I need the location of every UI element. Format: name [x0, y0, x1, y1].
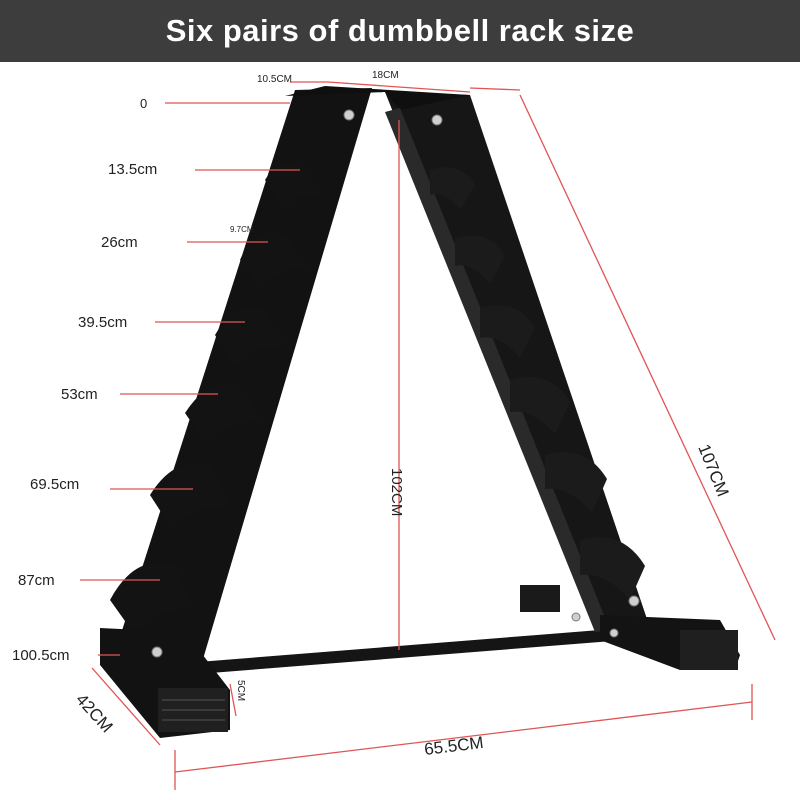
base-width-label: 65.5CM: [423, 733, 484, 759]
right-saddle: [480, 305, 535, 358]
right-saddle: [510, 376, 570, 434]
bolt: [431, 114, 443, 126]
left-saddle: [110, 562, 195, 635]
right-saddle: [430, 167, 475, 210]
bolt: [571, 612, 581, 622]
height-label-6: 87cm: [18, 572, 55, 589]
slant-length-label: 107CM: [694, 441, 732, 499]
top-offset-label: 10.5CM: [257, 74, 292, 85]
left-saddle: [240, 232, 310, 290]
height-label-0: 0: [140, 96, 147, 111]
top-cap: [285, 86, 470, 110]
saddle-width-label: 9.7CM: [230, 225, 254, 234]
foot-height-label: 5CM: [235, 680, 246, 701]
height-label-7: 100.5cm: [12, 647, 70, 664]
left-front-leg: [110, 88, 372, 676]
height-label-5: 69.5cm: [30, 476, 79, 493]
base-depth-label: 42CM: [72, 690, 116, 736]
height-label-3: 39.5cm: [78, 314, 127, 331]
height-label-2: 26cm: [101, 234, 138, 251]
height-label-4: 53cm: [61, 386, 98, 403]
right-saddle: [545, 452, 607, 513]
dumbbell-rack: [100, 86, 740, 738]
height-label-1: 13.5cm: [108, 161, 157, 178]
right-saddles: [430, 167, 645, 600]
right-saddle: [580, 537, 645, 600]
left-saddle: [185, 382, 262, 445]
left-saddle: [265, 162, 325, 210]
bolt: [343, 109, 355, 121]
top-width-label: 18CM: [372, 70, 399, 81]
bolt: [609, 628, 619, 638]
right-saddle: [455, 235, 505, 284]
inner-height-label: 102CM: [388, 468, 405, 516]
left-saddle: [150, 463, 230, 529]
rear-base-bar: [520, 585, 560, 612]
bolt: [628, 595, 640, 607]
dimension-lines: [80, 81, 776, 790]
page-title: Six pairs of dumbbell rack size: [165, 13, 635, 48]
title-bar: Six pairs of dumbbell rack size: [0, 0, 800, 62]
rear-foot-cap: [680, 630, 738, 670]
bolts: [151, 109, 640, 658]
bolt: [151, 646, 163, 658]
right-inner-face: [385, 108, 610, 632]
foot-grip-ridges: [162, 699, 225, 721]
bottom-cross-bar: [160, 628, 625, 677]
